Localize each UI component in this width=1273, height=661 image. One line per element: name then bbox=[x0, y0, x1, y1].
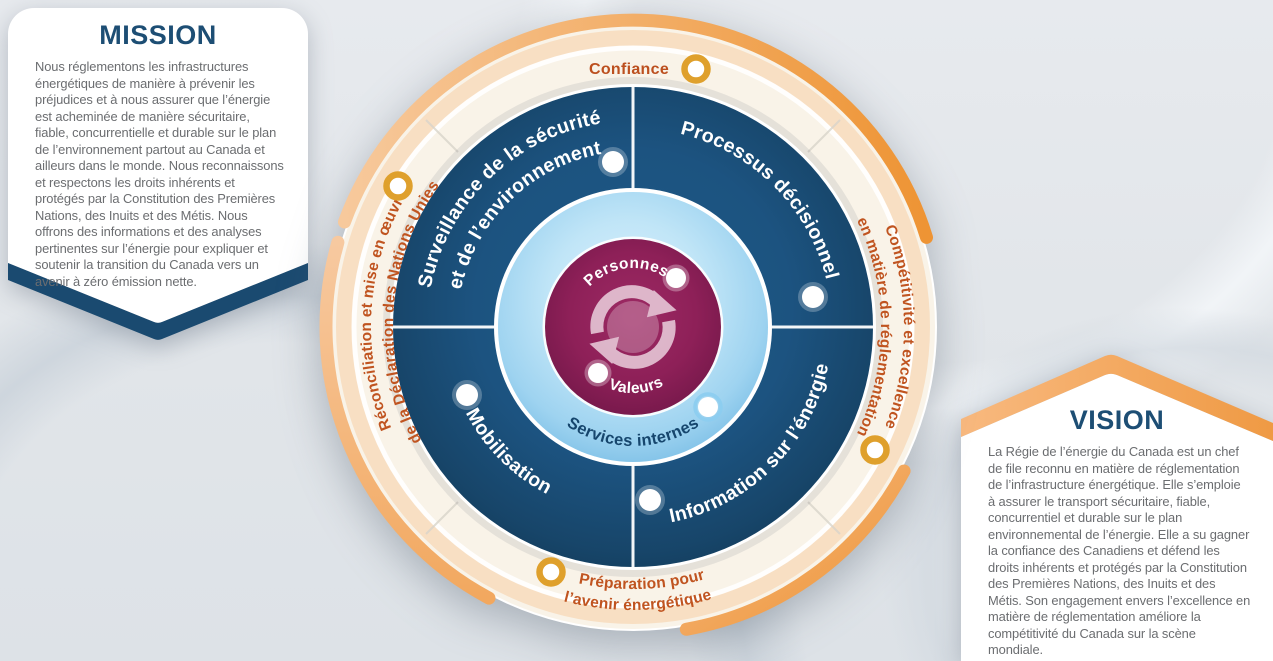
mission-panel-shape bbox=[8, 8, 308, 340]
services-bullet-dot bbox=[693, 392, 723, 422]
quadrant-dividers bbox=[391, 85, 875, 569]
label-valeurs: Valeurs bbox=[607, 373, 666, 397]
vision-panel-shape bbox=[961, 354, 1273, 661]
vision-panel: VISION La Régie de l’énergie du Canada e… bbox=[961, 343, 1273, 661]
mission-chevron-band bbox=[8, 263, 308, 340]
vision-chevron-band bbox=[961, 354, 1273, 441]
mission-body: Nous réglementons les infrastructures én… bbox=[35, 59, 284, 289]
core-bullet-dots bbox=[584, 264, 690, 387]
peach-inner-glow bbox=[336, 30, 930, 624]
white-separator-ring bbox=[351, 45, 915, 609]
cycle-arrows-icon bbox=[589, 285, 677, 369]
label-confiance: Confiance bbox=[589, 61, 669, 78]
cream-ring-notches bbox=[425, 119, 841, 535]
mission-title: MISSION bbox=[99, 20, 217, 50]
strategy-wheel: Confiance Compétitivité et excellence en… bbox=[319, 13, 937, 636]
orange-swoosh-arcs bbox=[319, 13, 933, 636]
vision-title: VISION bbox=[1069, 405, 1165, 435]
mission-panel: MISSION Nous réglementons les infrastruc… bbox=[8, 6, 308, 351]
confiance-ring-icon bbox=[681, 54, 711, 84]
preparation-ring-icon bbox=[536, 557, 566, 587]
svg-text:Valeurs: Valeurs bbox=[607, 373, 666, 397]
competitivite-ring-icon bbox=[860, 435, 890, 465]
vision-body: La Régie de l’énergie du Canada est un c… bbox=[988, 444, 1251, 657]
reconciliation-ring-icon bbox=[383, 171, 413, 201]
navy-ring-shadow bbox=[383, 77, 883, 577]
quadrant-bullet-dots bbox=[452, 147, 828, 515]
